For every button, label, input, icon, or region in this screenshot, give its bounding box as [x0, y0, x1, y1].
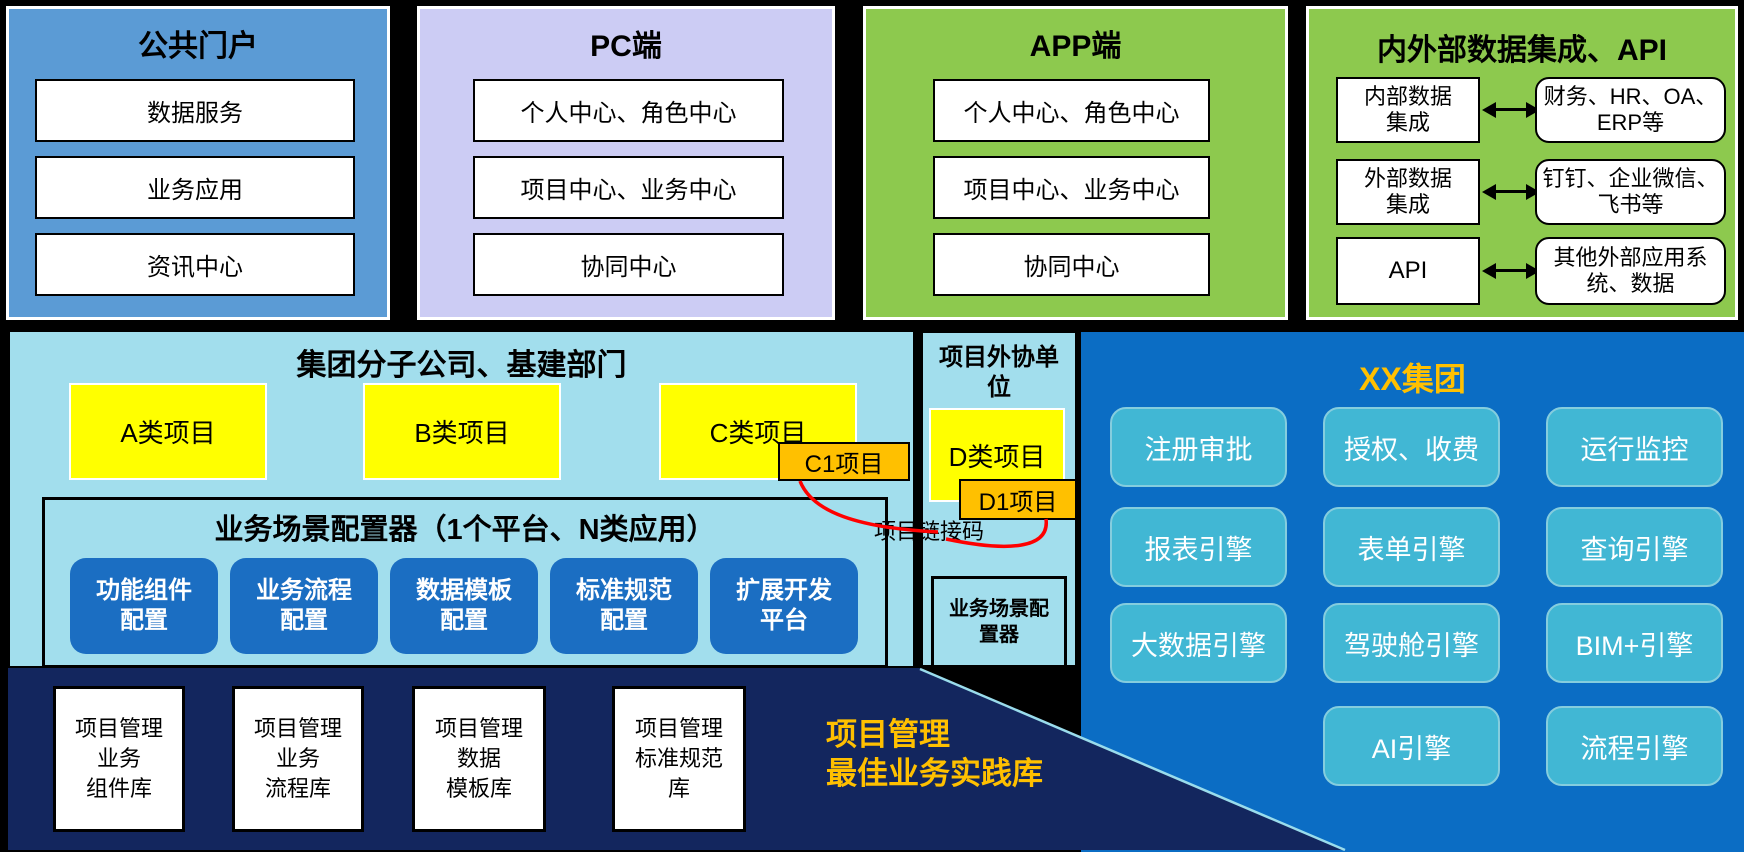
app-item-project-business-center: 项目中心、业务中心	[933, 156, 1210, 219]
portal-item-data-service: 数据服务	[35, 79, 355, 142]
integration-panel: 内外部数据集成、API 内部数据 集成 财务、HR、OA、 ERP等 外部数据 …	[1306, 6, 1738, 320]
config-button-function-components: 功能组件 配置	[70, 558, 218, 654]
scenario-configurator-title: 业务场景配置器（1个平台、N类应用）	[214, 514, 716, 546]
pc-item-personal-role-center: 个人中心、角色中心	[473, 79, 784, 142]
integration-external-data-box: 外部数据 集成	[1336, 159, 1480, 225]
pc-item-collaboration-center: 协同中心	[473, 233, 784, 296]
group-companies-panel: 集团分子公司、基建部门 A类项目 B类项目 C类项目 业务场景配置器（1个平台、…	[8, 330, 915, 668]
integration-internal-systems-box: 财务、HR、OA、 ERP等	[1535, 77, 1726, 143]
library-box-components: 项目管理 业务 组件库	[53, 686, 185, 832]
config-button-business-process: 业务流程 配置	[230, 558, 378, 654]
portal-item-news-center: 资讯中心	[35, 233, 355, 296]
library-box-standards: 项目管理 标准规范 库	[612, 686, 746, 832]
project-box-a: A类项目	[69, 383, 267, 480]
app-item-collaboration-center: 协同中心	[933, 233, 1210, 296]
engine-button-authorization: 授权、收费	[1323, 407, 1500, 487]
outsourcing-configurator-box: 业务场景配 置器	[931, 576, 1067, 668]
app-panel-title: APP端	[1029, 30, 1122, 63]
pc-panel-title: PC端	[590, 30, 662, 63]
project-box-d1: D1项目	[959, 479, 1077, 520]
config-button-extension-platform: 扩展开发 平台	[710, 558, 858, 654]
engine-button-query: 查询引擎	[1546, 507, 1723, 587]
scenario-configurator-panel: 业务场景配置器（1个平台、N类应用） 功能组件 配置 业务流程 配置 数据模板 …	[42, 497, 888, 668]
best-practice-banner-label: 项目管理 最佳业务实践库	[826, 717, 1043, 791]
app-item-personal-role-center: 个人中心、角色中心	[933, 79, 1210, 142]
portal-panel: 公共门户 数据服务 业务应用 资讯中心	[6, 6, 390, 320]
engine-button-monitoring: 运行监控	[1546, 407, 1723, 487]
engine-button-report: 报表引擎	[1110, 507, 1287, 587]
engine-button-workflow: 流程引擎	[1546, 706, 1723, 786]
config-button-standard-spec: 标准规范 配置	[550, 558, 698, 654]
integration-internal-data-box: 内部数据 集成	[1336, 77, 1480, 143]
engine-button-form: 表单引擎	[1323, 507, 1500, 587]
engine-button-registration: 注册审批	[1110, 407, 1287, 487]
group-panel-title: XX集团	[1359, 361, 1466, 397]
double-arrow-icon	[1482, 263, 1540, 279]
pc-panel: PC端 个人中心、角色中心 项目中心、业务中心 协同中心	[417, 6, 835, 320]
project-box-b: B类项目	[363, 383, 561, 480]
group-companies-title: 集团分子公司、基建部门	[296, 349, 627, 382]
engine-button-bim: BIM+引擎	[1546, 603, 1723, 683]
integration-other-systems-box: 其他外部应用系 统、数据	[1535, 237, 1726, 305]
integration-panel-title: 内外部数据集成、API	[1376, 34, 1667, 67]
outsourcing-panel-title: 项目外协单 位	[939, 344, 1059, 401]
app-panel: APP端 个人中心、角色中心 项目中心、业务中心 协同中心	[863, 6, 1288, 320]
group-panel: XX集团 注册审批 授权、收费 运行监控 报表引擎 表单引擎 查询引擎 大数据引…	[1081, 332, 1744, 852]
integration-external-systems-box: 钉钉、企业微信、 飞书等	[1535, 159, 1726, 225]
library-box-processes: 项目管理 业务 流程库	[232, 686, 364, 832]
project-box-c: C类项目	[659, 383, 857, 480]
project-box-c1: C1项目	[778, 442, 910, 481]
project-link-code-label: 项目链接码	[874, 519, 985, 544]
integration-api-box: API	[1336, 237, 1480, 305]
config-button-data-template: 数据模板 配置	[390, 558, 538, 654]
pc-item-project-business-center: 项目中心、业务中心	[473, 156, 784, 219]
engine-button-cockpit: 驾驶舱引擎	[1323, 603, 1500, 683]
engine-button-ai: AI引擎	[1323, 706, 1500, 786]
engine-button-bigdata: 大数据引擎	[1110, 603, 1287, 683]
double-arrow-icon	[1482, 102, 1540, 118]
outsourcing-panel: 项目外协单 位 D类项目 D1项目 业务场景配 置器	[920, 330, 1078, 668]
portal-item-business-app: 业务应用	[35, 156, 355, 219]
library-box-data-templates: 项目管理 数据 模板库	[412, 686, 546, 832]
portal-panel-title: 公共门户	[138, 30, 258, 63]
double-arrow-icon	[1482, 184, 1540, 200]
